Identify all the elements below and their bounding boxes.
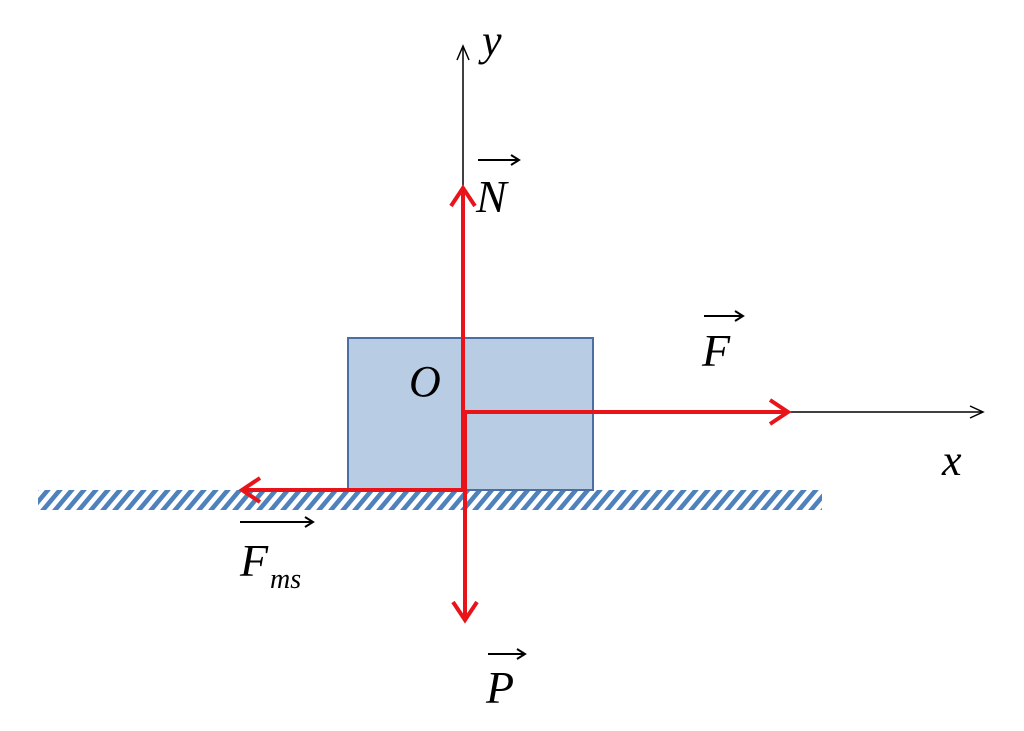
applied-force-arrow bbox=[465, 398, 792, 426]
applied-force-symbol: F bbox=[701, 325, 731, 376]
normal-force-symbol: N bbox=[475, 171, 509, 222]
applied-force-label: F bbox=[701, 310, 745, 376]
normal-force-label: N bbox=[475, 154, 521, 222]
weight-force-label: P bbox=[485, 648, 527, 713]
weight-force-arrow bbox=[451, 412, 479, 624]
friction-force-symbol: F bbox=[239, 535, 269, 586]
y-axis-label: y bbox=[478, 16, 502, 65]
x-axis-label: x bbox=[941, 436, 962, 485]
friction-force-arrow bbox=[238, 476, 463, 504]
ground-surface bbox=[38, 490, 822, 510]
weight-force-symbol: P bbox=[485, 662, 514, 713]
friction-force-subscript: ms bbox=[270, 564, 301, 595]
friction-force-label: F ms bbox=[239, 516, 315, 595]
origin-label: O bbox=[409, 357, 441, 406]
